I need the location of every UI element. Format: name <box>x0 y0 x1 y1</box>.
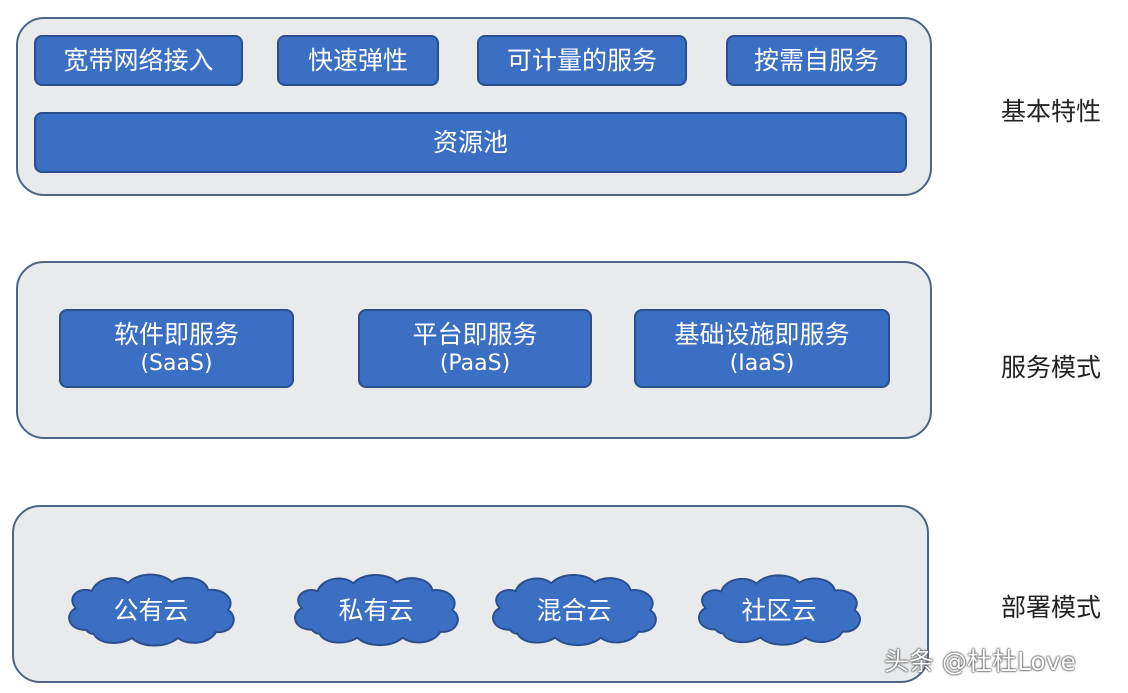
service-model-abbr: (PaaS) <box>439 350 511 376</box>
community-cloud: 社区云 <box>690 568 868 650</box>
service-model-paas: 平台即服务 (PaaS) <box>358 309 592 388</box>
feature-broadband-access: 宽带网络接入 <box>34 35 243 86</box>
feature-label: 可计量的服务 <box>506 45 657 75</box>
cloud-icon <box>697 574 861 646</box>
service-model-name: 软件即服务 <box>113 319 239 349</box>
basic-characteristics-label: 基本特性 <box>1001 97 1102 126</box>
feature-on-demand-self-service: 按需自服务 <box>726 35 907 86</box>
service-model-name: 平台即服务 <box>412 319 538 349</box>
feature-label: 按需自服务 <box>753 45 879 75</box>
service-models-label: 服务模式 <box>1001 353 1102 382</box>
public-cloud: 公有云 <box>60 568 242 650</box>
private-cloud: 私有云 <box>286 568 466 650</box>
watermark: 头条 @杜杜Love <box>884 647 1076 676</box>
cloud-label: 混合云 <box>536 596 612 625</box>
hybrid-cloud: 混合云 <box>484 568 664 650</box>
resource-pool-bar: 资源池 <box>34 112 907 173</box>
feature-rapid-elasticity: 快速弹性 <box>277 35 439 86</box>
cloud-icon <box>492 574 657 647</box>
service-model-saas: 软件即服务 (SaaS) <box>59 309 294 388</box>
cloud-icon <box>68 573 235 647</box>
cloud-label: 私有云 <box>338 596 414 625</box>
resource-pool-label: 资源池 <box>432 127 508 157</box>
cloud-label: 公有云 <box>113 596 189 625</box>
feature-measured-service: 可计量的服务 <box>477 35 687 86</box>
feature-label: 快速弹性 <box>307 45 408 75</box>
service-model-abbr: (SaaS) <box>140 350 213 376</box>
feature-label: 宽带网络接入 <box>63 45 214 75</box>
cloud-label: 社区云 <box>741 596 817 625</box>
service-model-iaas: 基础设施即服务 (IaaS) <box>634 309 890 388</box>
deployment-models-label: 部署模式 <box>1001 593 1102 622</box>
service-model-name: 基础设施即服务 <box>674 319 850 349</box>
cloud-icon <box>294 574 459 647</box>
service-model-abbr: (IaaS) <box>729 350 795 376</box>
